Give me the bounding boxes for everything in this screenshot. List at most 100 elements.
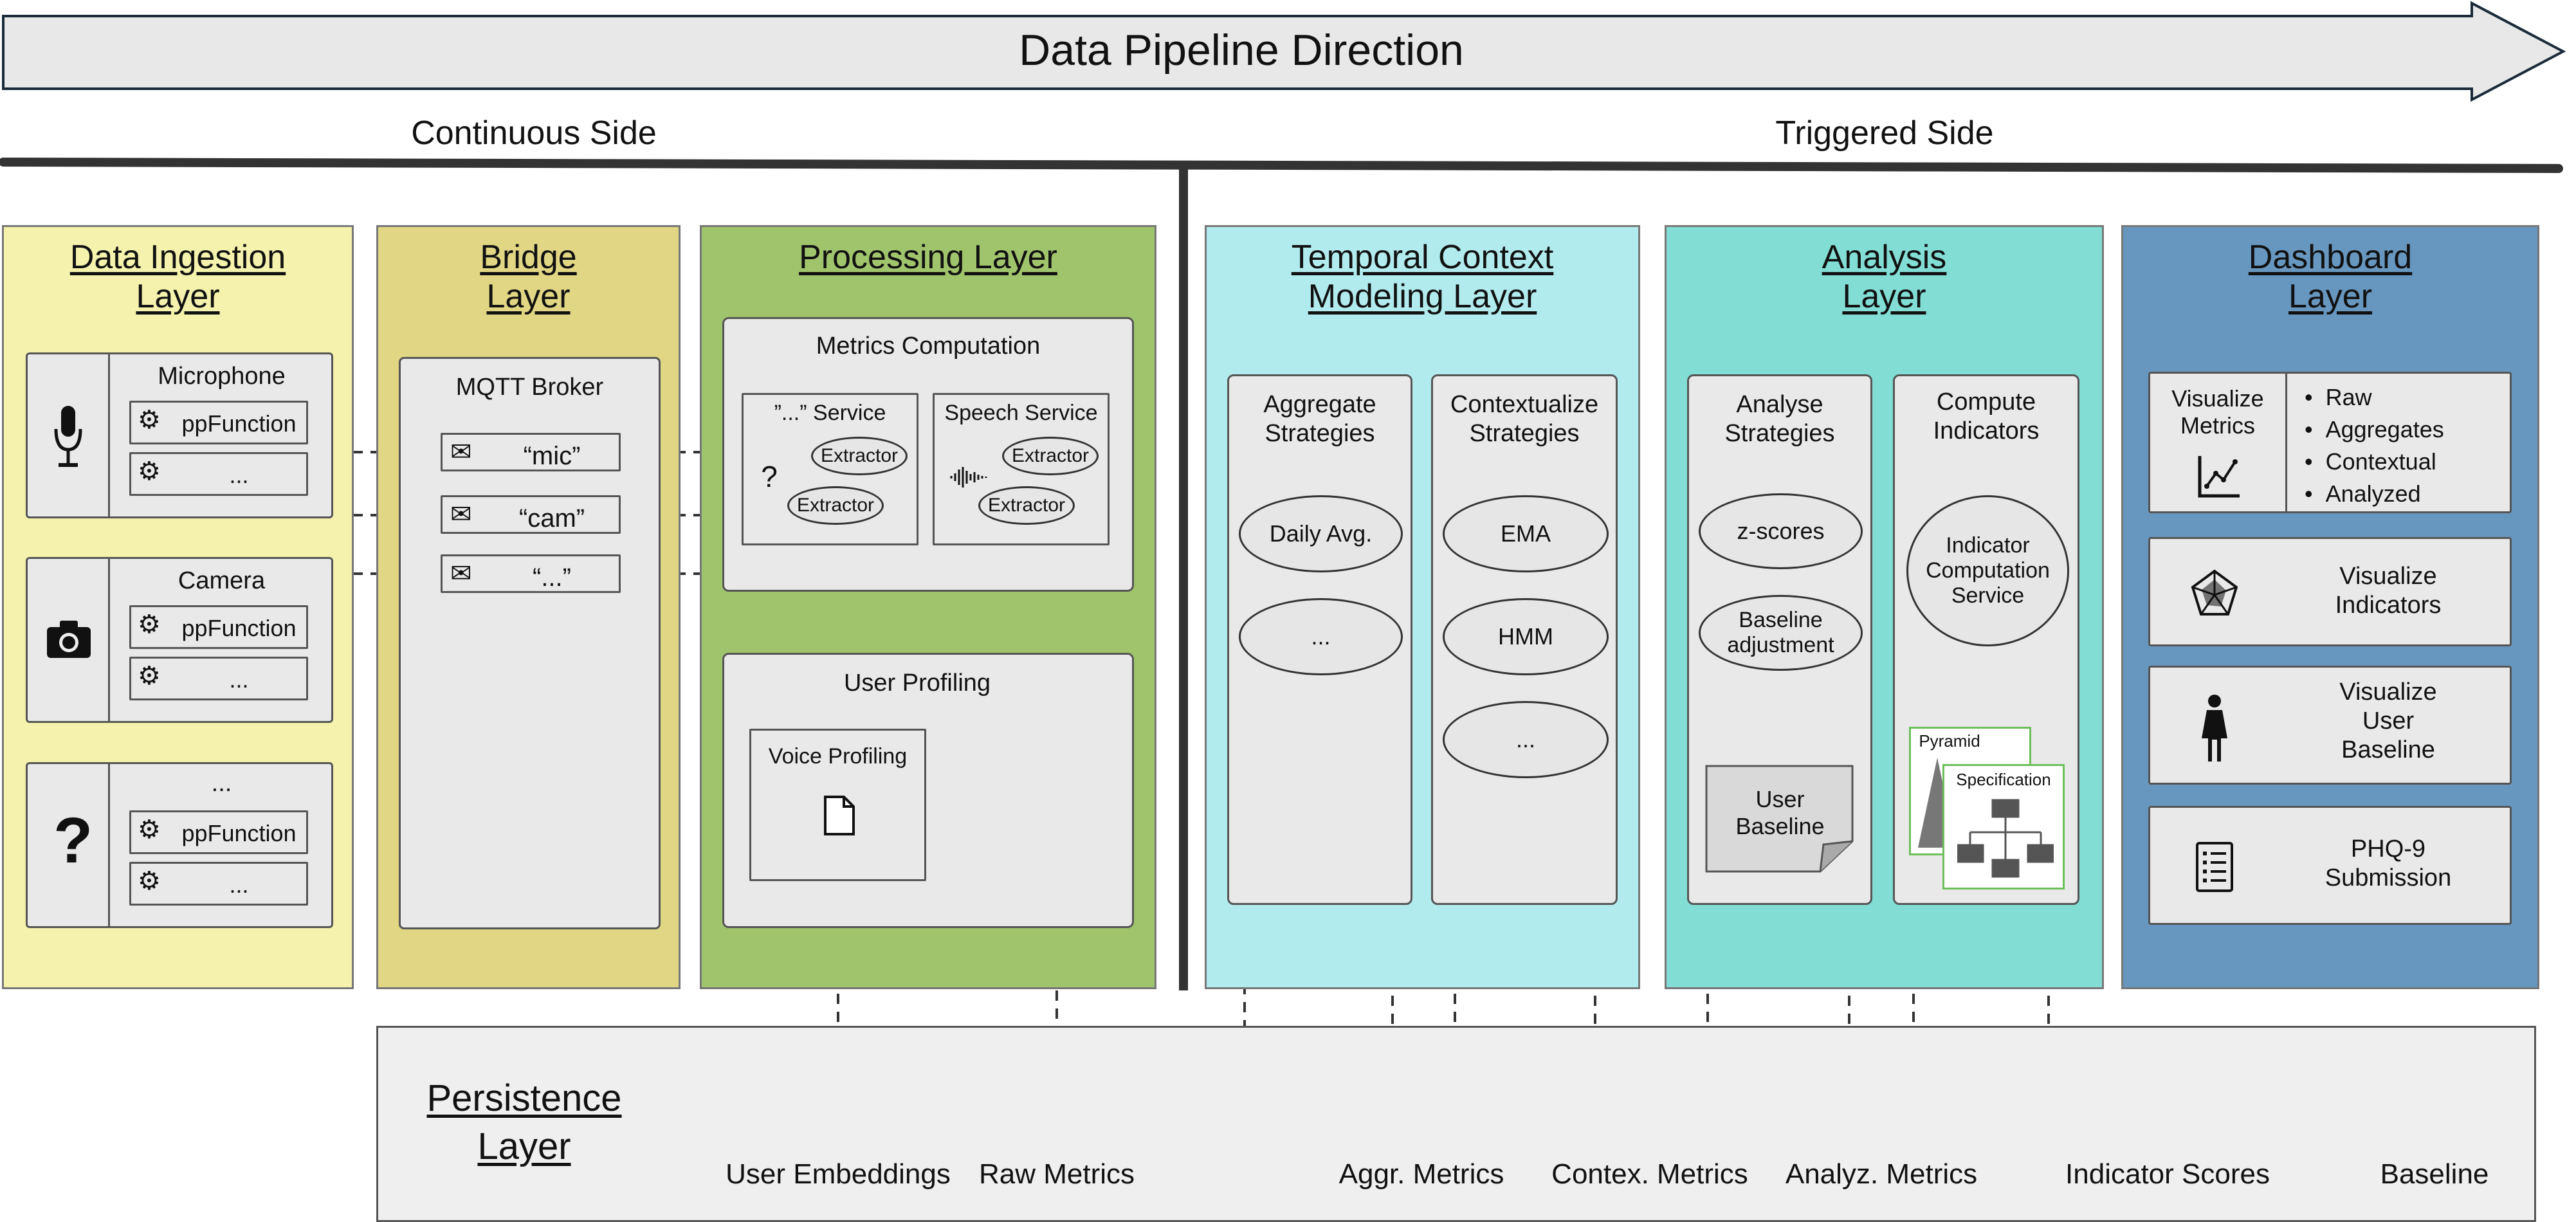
mqtt-topic-label: “cam” [518,504,585,533]
pp-function-box: ⚙ ... [129,452,308,496]
persistence-table-label: Analyz. Metrics [1785,1158,1978,1190]
persistence-table-label: Contex. Metrics [1551,1158,1748,1190]
analysis-layer-title: Analysis Layer [1822,239,1947,316]
generic-service-box: ”...” Service ? Extractor Extractor [742,393,918,545]
metrics-computation-label: Metrics Computation [816,333,1041,360]
metric-type-item: • Aggregates [2305,416,2444,442]
phq9-submission-label: PHQ-9 Submission [2325,835,2452,891]
mqtt-broker-label: MQTT Broker [455,374,604,401]
strategy-ellipse: Daily Avg. [1239,495,1403,572]
gear-icon: ⚙ [138,610,161,639]
pp-function-label: ppFunction [181,410,297,437]
voice-profiling-box: Voice Profiling [749,729,926,881]
device-name: Microphone [158,363,286,390]
strategy-ellipse: ... [1443,701,1609,778]
strategy-ellipse: ... [1239,598,1403,675]
side-divider-horizontal [0,158,2563,173]
strategy-ellipse: EMA [1443,495,1609,572]
device-name: Camera [178,567,266,594]
visualize-indicators-card[interactable]: Visualize Indicators [2148,537,2512,646]
strategy-ellipse: HMM [1443,598,1609,675]
persistence-table-label: Aggr. Metrics [1338,1158,1504,1190]
persistence-layer [376,1026,2536,1222]
pp-function-label: ppFunction [181,615,297,641]
phq9-submission-card[interactable]: PHQ-9 Submission [2148,806,2512,925]
envelope-icon: ✉ [450,438,472,466]
specification-card: Specification [1942,764,2065,889]
device-card: ? ... ⚙ ppFunction ⚙ ... [26,762,333,928]
aggregate-strategies-box: Aggregate Strategies Daily Avg. ... [1227,374,1412,905]
gear-icon: ⚙ [138,816,161,844]
pp-function-label: ... [229,871,249,898]
dashboard-layer-title: Dashboard Layer [2248,239,2413,316]
device-card: Camera ⚙ ppFunction ⚙ ... [26,557,333,723]
visualize-metrics-label: Visualize Metrics [2171,385,2264,439]
question-icon: ? [761,460,778,493]
continuous-side-label: Continuous Side [411,114,657,152]
user-baseline-label: User Baseline [1735,786,1825,840]
device-name: ... [211,770,232,797]
visualize-metrics-card[interactable]: Visualize Metrics • Raw • Aggregates • C… [2148,372,2512,513]
persistence-table-label: Raw Metrics [978,1158,1135,1190]
user-profiling-label: User Profiling [843,670,991,697]
triggered-side-label: Triggered Side [1775,114,1994,152]
pyramid-label: Pyramid [1919,731,1980,751]
extractor-ellipse: Extractor [978,486,1075,525]
pipeline-direction-arrow [2,1,2566,102]
checklist-icon [2196,842,2233,892]
pp-function-label: ... [229,666,249,693]
device-card: Microphone ⚙ ppFunction ⚙ ... [26,352,333,518]
question-icon: ? [53,805,93,877]
indicator-service-ellipse: Indicator Computation Service [1906,495,2069,646]
hierarchy-icon [1957,799,2054,878]
user-baseline-note [1705,765,1854,873]
person-icon [2202,695,2227,761]
gear-icon: ⚙ [138,662,161,690]
microphone-icon [54,406,82,467]
metric-type-item: • Analyzed [2305,480,2421,507]
aggregate-strategies-label: Aggregate Strategies [1263,391,1376,447]
mqtt-topic-label: “...” [533,563,571,592]
mqtt-topic-label: “mic” [523,442,581,470]
metric-type-list: • Raw • Aggregates • Contextual • Analyz… [2305,381,2504,510]
data-ingestion-layer-title: Data Ingestion Layer [69,239,286,316]
radar-chart-icon [2191,569,2238,616]
contextualize-strategies-label: Contextualize Strategies [1450,391,1599,447]
pp-function-box: ⚙ ... [129,862,308,906]
persistence-table-label: Indicator Scores [2065,1158,2270,1190]
extractor-ellipse: Extractor [1002,437,1099,475]
speech-service-box: Speech Service Extractor Extractor [933,393,1110,545]
voice-profiling-label: Voice Profiling [768,744,908,769]
baseline-adjustment-ellipse: Baseline adjustment [1699,595,1863,671]
persistence-table-label: Baseline [2380,1158,2489,1190]
mqtt-topic: ✉ “cam” [441,495,621,534]
specification-label: Specification [1956,770,2051,789]
pp-function-box: ⚙ ... [129,657,308,700]
speech-service-label: Speech Service [944,401,1098,425]
contextualize-strategies-box: Contextualize Strategies EMA HMM ... [1431,374,1618,905]
camera-icon [47,621,91,658]
visualize-user-baseline-label: Visualize User Baseline [2339,679,2437,763]
visualize-user-baseline-card[interactable]: Visualize User Baseline [2148,666,2512,785]
bridge-layer-title: Bridge Layer [480,239,577,316]
gear-icon: ⚙ [138,406,161,434]
temporal-context-layer-title: Temporal Context Modeling Layer [1291,239,1554,316]
persistence-layer-title: Persistence Layer [426,1077,622,1168]
extractor-ellipse: Extractor [787,486,884,525]
document-icon [824,796,855,835]
extractor-ellipse: Extractor [811,437,908,475]
zscores-ellipse: z-scores [1699,493,1863,569]
pp-function-box: ⚙ ppFunction [129,401,308,444]
analyse-strategies-label: Analyse Strategies [1724,391,1835,447]
pp-function-box: ⚙ ppFunction [129,605,308,649]
pp-function-label: ppFunction [181,820,297,846]
mqtt-topic: ✉ “...” [441,554,621,593]
persistence-table-label: User Embeddings [726,1158,951,1190]
pp-function-label: ... [229,462,249,488]
metric-type-item: • Raw [2305,384,2372,410]
envelope-icon: ✉ [450,500,472,529]
pp-function-box: ⚙ ppFunction [129,810,308,854]
gear-icon: ⚙ [138,457,161,486]
metric-type-item: • Contextual [2305,448,2436,475]
